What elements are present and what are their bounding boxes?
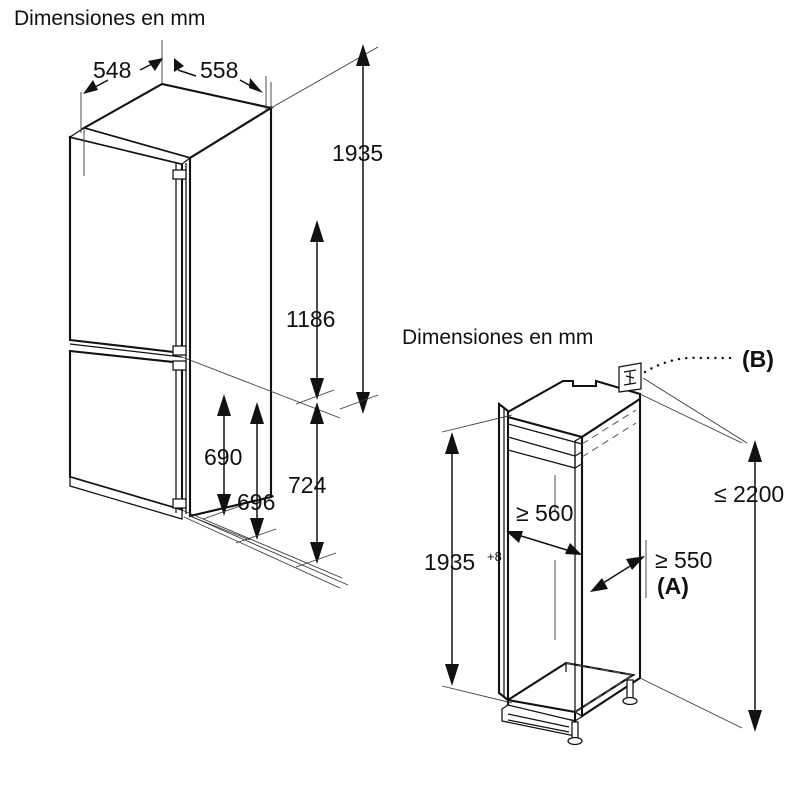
dim-1935-niche-superscript: +8 [487, 549, 502, 564]
dim-690: 690 [202, 394, 244, 520]
dim-1935-niche-label: 1935 [424, 549, 475, 575]
callout-B-label: (B) [742, 346, 774, 372]
niche-inner-shelf [507, 436, 576, 469]
left-figure-heading: Dimensiones en mm [14, 7, 205, 30]
niche-top-board [506, 379, 642, 439]
niche-plinth-groove-top [507, 713, 570, 728]
dim-548-label: 548 [93, 57, 131, 83]
dim-724-label: 724 [288, 472, 327, 498]
dim-558: 558 [174, 57, 267, 112]
dim-560-label: ≥ 560 [516, 500, 573, 526]
callout-B-group: (B) [618, 346, 774, 444]
dim-1186-label: 1186 [286, 306, 335, 332]
right-niche-figure: 1935 +8 ≥ 560 ≥ 550 (A) [424, 346, 784, 746]
door-gap-line [69, 343, 183, 358]
freezer-door-bottom-edge [69, 476, 183, 520]
dim-548: 548 [80, 57, 163, 133]
foot-rear-right-pad [622, 696, 638, 706]
niche-adjustable-feet [567, 679, 638, 746]
niche-plinth-right-edge [574, 715, 584, 722]
dim-724: 724 [288, 402, 337, 568]
fridge-door-top-edge [68, 127, 192, 165]
appliance-doors [68, 127, 192, 520]
dim-2200-label: ≤ 2200 [714, 481, 784, 507]
niche-bottom-board-top-face [507, 661, 636, 713]
left-appliance-figure: 548 558 1935 [68, 40, 383, 589]
hinge-upper [172, 169, 187, 180]
dim-550: ≥ 550 (A) [590, 540, 712, 599]
dim-696: 696 [235, 402, 277, 544]
dim-558-label: 558 [200, 57, 238, 83]
hidden-line-shelf [581, 422, 637, 458]
callout-A-label: (A) [657, 573, 689, 599]
hinge-middle-upper [172, 345, 187, 356]
appliance-door-hinge-column [172, 162, 187, 514]
dim-550-label: ≥ 550 [655, 547, 712, 573]
fridge-door-front [68, 135, 184, 355]
right-extension-lines [441, 393, 743, 729]
dim-1935-left: 1935 [332, 44, 383, 414]
hinge-middle-lower [172, 360, 187, 371]
dim-560: ≥ 560 [506, 500, 582, 555]
dim-2200: ≤ 2200 [714, 440, 784, 732]
right-figure-heading: Dimensiones en mm [402, 326, 593, 349]
hidden-line-top [581, 409, 637, 445]
callout-B-reference-line [642, 377, 748, 444]
niche-plinth-groove-bottom [507, 719, 570, 733]
dim-1186: 1186 [286, 220, 335, 405]
dim-696-label: 696 [237, 489, 275, 515]
callout-B-leader [643, 356, 737, 374]
dim-1935-niche: 1935 +8 [424, 432, 502, 686]
hinge-lower [172, 498, 187, 509]
dim-1935-left-label: 1935 [332, 140, 383, 166]
dim-690-label: 690 [204, 444, 242, 470]
foot-front-left-pad [567, 736, 583, 746]
